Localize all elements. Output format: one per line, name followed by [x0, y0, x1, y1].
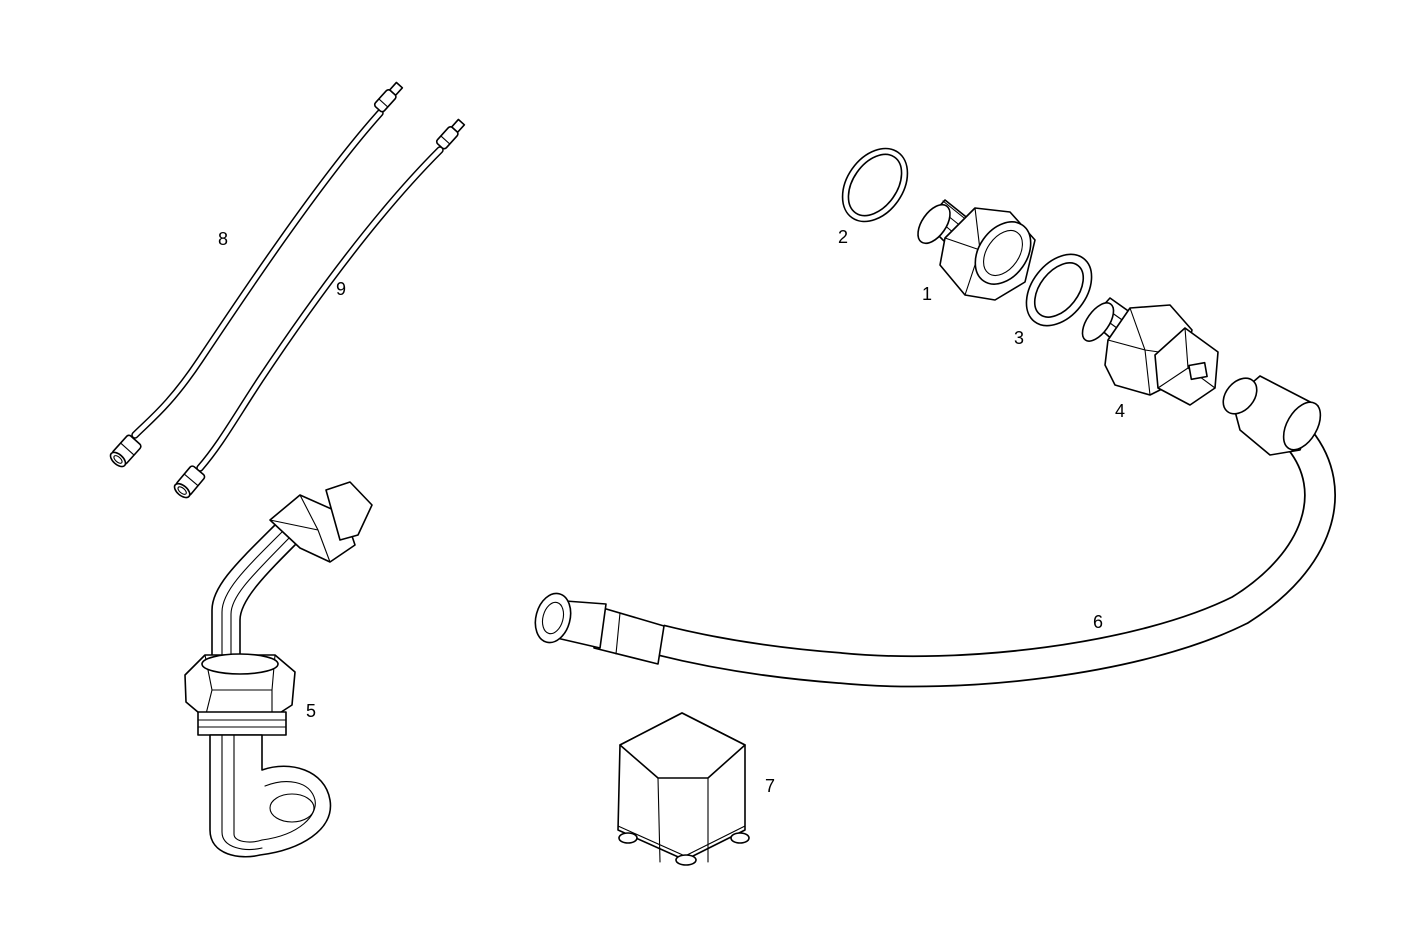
harness-part-5 [184, 481, 373, 858]
callout-labels: 1 2 3 4 5 6 7 8 9 [218, 227, 1125, 796]
adapter-part-1 [917, 199, 1036, 301]
washer-part-3 [1025, 253, 1093, 327]
cable-part-6 [534, 375, 1336, 688]
callout-part-4: 4 [1115, 401, 1125, 421]
callout-part-2: 2 [838, 227, 848, 247]
callout-part-8: 8 [218, 229, 228, 249]
wire-part-8 [109, 81, 404, 468]
o-ring-part-2 [841, 147, 909, 223]
callout-part-3: 3 [1014, 328, 1024, 348]
cap-part-7 [617, 712, 750, 866]
wire-part-9 [173, 118, 466, 499]
callout-part-1: 1 [922, 284, 932, 304]
callout-part-9: 9 [336, 279, 346, 299]
callout-part-6: 6 [1093, 612, 1103, 632]
callout-part-7: 7 [765, 776, 775, 796]
sensor-part-4 [1081, 297, 1219, 406]
callout-part-5: 5 [306, 701, 316, 721]
